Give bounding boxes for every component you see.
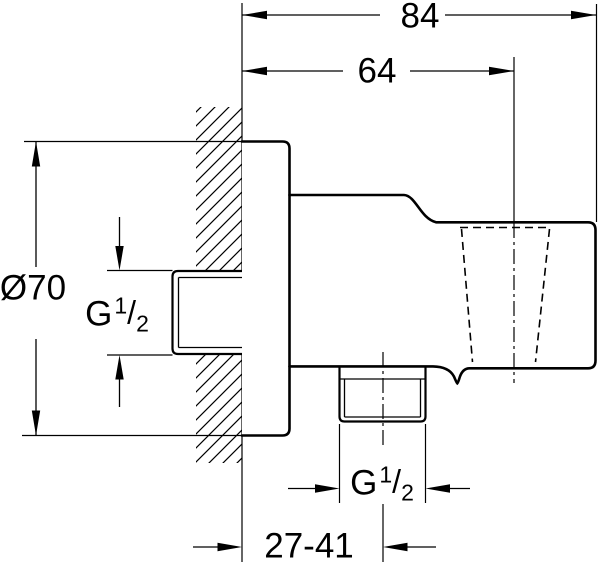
thread-left-label-g: G	[85, 294, 113, 334]
dim-84	[242, 10, 597, 20]
thread-left-label-num: 1	[114, 292, 128, 319]
body-outline	[288, 193, 597, 386]
dim-thread-bottom	[288, 424, 470, 503]
thread-left-label-slash: /	[127, 294, 137, 331]
dim-70-arrow-top	[31, 141, 41, 167]
dim-70	[22, 140, 242, 437]
thread-left-label: G1/2	[82, 294, 152, 335]
dim-27-41-arrow-left	[383, 542, 408, 552]
dim-thread-left	[107, 217, 173, 407]
wall-hatch-upper	[196, 107, 242, 270]
wall-hatch-lower	[196, 354, 242, 463]
dim-27-41	[193, 542, 436, 552]
thread-bottom-label-slash: /	[392, 463, 402, 500]
inlet-thread-outline	[171, 269, 242, 356]
dim-64	[242, 66, 514, 76]
thread-bottom-label-num: 1	[379, 461, 393, 488]
dim-70-extension-lines	[22, 140, 242, 437]
thread-bottom-label: G1/2	[347, 463, 417, 504]
thread-left-extension-lines	[107, 269, 173, 356]
dim-27-41-label: 27-41	[261, 528, 357, 562]
dim-64-arrow-left	[242, 66, 267, 76]
thread-bottom-arrow-left	[425, 484, 450, 493]
escutcheon-outline	[240, 140, 291, 437]
dim-84-arrow-right	[571, 10, 596, 20]
dim-27-41-arrow-right	[217, 542, 242, 552]
thread-left-arrow-down	[115, 246, 124, 271]
dim-70-label: Ø70	[0, 270, 70, 306]
dim-84-label: 84	[397, 0, 443, 34]
thread-bottom-arrow-right	[315, 484, 340, 493]
dim-64-label: 64	[354, 53, 400, 89]
thread-left-label-den: 2	[136, 310, 149, 337]
outlet-thread-outline	[338, 366, 427, 423]
thread-bottom-extension-lines	[338, 424, 427, 503]
thread-left-arrow-up	[115, 355, 124, 380]
thread-bottom-label-g: G	[350, 463, 378, 503]
hidden-cone-lines	[460, 226, 551, 363]
thread-bottom-label-den: 2	[401, 479, 414, 506]
inlet-thread-detail	[177, 276, 242, 349]
dim-84-arrow-left	[242, 10, 267, 20]
dim-64-arrow-right	[489, 66, 514, 76]
dim-70-arrow-bottom	[31, 410, 41, 436]
